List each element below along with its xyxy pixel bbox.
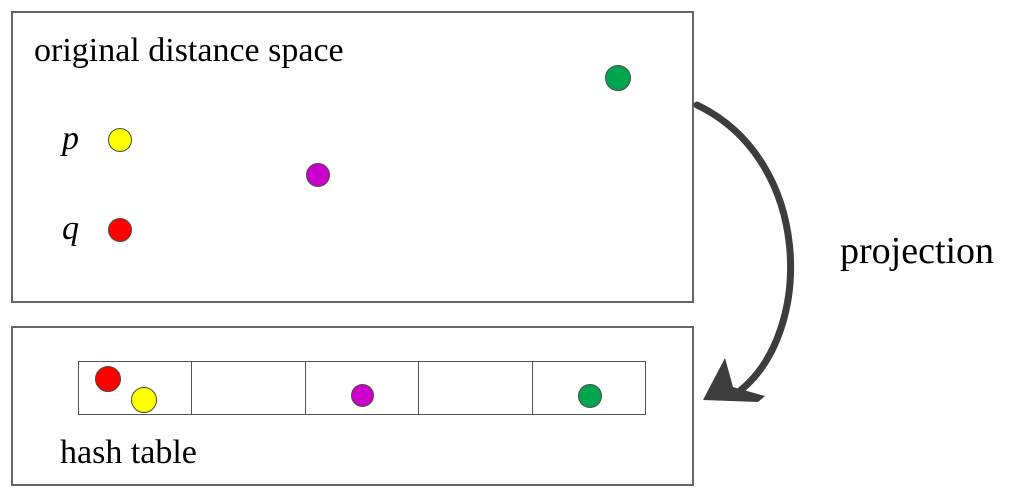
hash-dot-magenta: [350, 384, 374, 408]
hash-cell-1: [192, 362, 306, 414]
hash-dot-yellow: [130, 386, 157, 413]
hash-cell-4: [532, 362, 646, 414]
point-magenta-dot: [306, 163, 330, 187]
hash-dot-red: [94, 366, 121, 393]
point-green-dot: [605, 65, 631, 91]
point-label-p: p: [62, 120, 79, 157]
original-distance-space-panel: [11, 11, 694, 303]
point-q-dot: [108, 218, 132, 242]
point-label-q: q: [62, 210, 79, 247]
point-p-dot: [108, 128, 132, 152]
hash-table: [78, 361, 646, 415]
hash-dot-green: [577, 384, 602, 409]
hash-cell-2: [305, 362, 420, 414]
original-distance-space-label: original distance space: [34, 32, 344, 69]
hash-table-label: hash table: [60, 434, 197, 471]
projection-label: projection: [840, 230, 995, 272]
hash-cell-0: [79, 362, 193, 414]
hash-cell-3: [419, 362, 533, 414]
